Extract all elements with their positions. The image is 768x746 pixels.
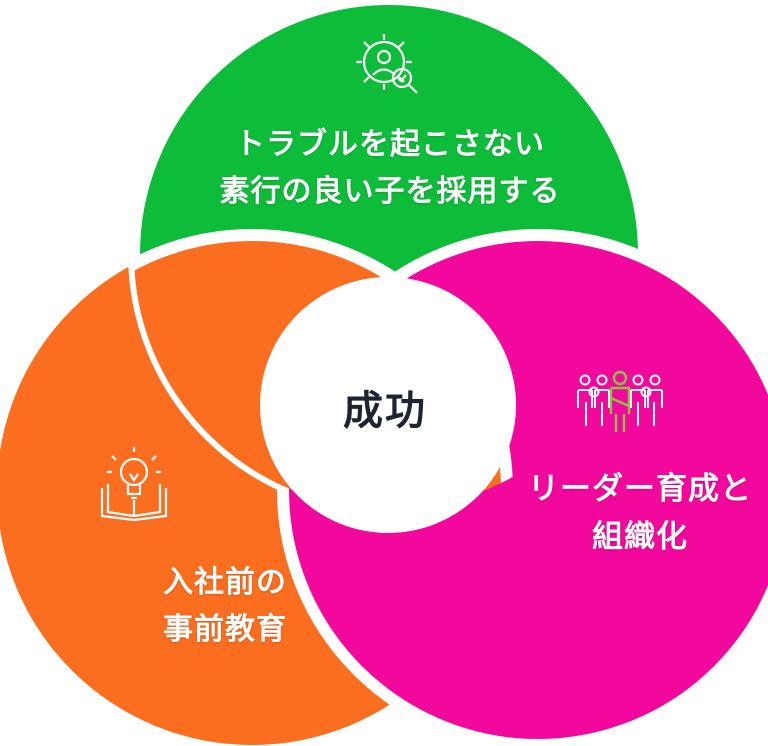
orange-label-line-1: 入社前の: [163, 565, 287, 600]
orange-label-line-2: 事前教育: [163, 611, 287, 647]
orange-segment-label: 入社前の 事前教育: [95, 560, 355, 653]
center-circle: [260, 277, 516, 533]
green-label-line-2: 素行の良い子を採用する: [219, 173, 561, 209]
pink-label-line-2: 組織化: [592, 519, 688, 556]
pink-label-line-1: リーダー育成と: [528, 471, 752, 507]
team-leader-icon: [577, 370, 663, 432]
green-segment-label: トラブルを起こさない 素行の良い子を採用する: [190, 122, 590, 215]
pink-segment-label: リーダー育成と 組織化: [510, 465, 768, 561]
gear-person-magnifier-icon: [356, 34, 418, 94]
center-label: 成功: [343, 388, 427, 434]
green-label-line-1: トラブルを起こさない: [235, 127, 545, 162]
lightbulb-book-icon: [100, 447, 168, 522]
